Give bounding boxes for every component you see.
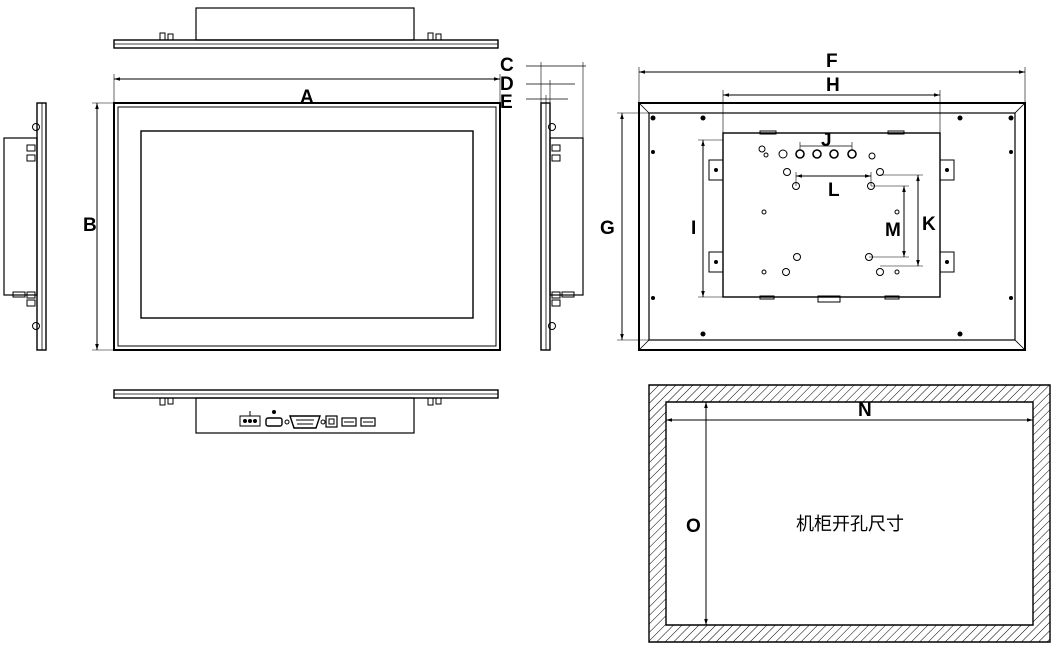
usb-b-port-icon (325, 415, 338, 428)
dimension-k (880, 174, 923, 267)
dimension-label-m: M (885, 220, 901, 241)
dimension-label-d: D (500, 74, 514, 95)
hdmi-port-icon (265, 410, 283, 427)
dimension-label-i: I (691, 218, 696, 239)
dimension-label-f: F (826, 51, 838, 72)
dimension-label-a: A (300, 87, 314, 108)
dimension-label-n: N (858, 400, 872, 421)
dimension-label-b: B (83, 215, 97, 236)
dimension-a (113, 74, 501, 103)
power-connector-icon (239, 411, 261, 427)
left-side-view (3, 102, 47, 351)
usb-port-icon-1 (341, 417, 357, 427)
right-side-view (540, 102, 584, 351)
usb-port-icon-2 (360, 417, 376, 427)
dimension-b (92, 102, 114, 351)
dimension-label-g: G (600, 218, 615, 239)
panel-cutout (648, 384, 1051, 643)
dimension-h (722, 90, 941, 133)
dimension-label-e: E (500, 92, 513, 113)
dimension-j (799, 142, 853, 150)
dimensions-cde (526, 62, 586, 138)
top-view (113, 7, 499, 49)
front-view (113, 102, 501, 351)
rear-view (638, 102, 1026, 351)
vga-port-icon (284, 415, 326, 429)
dimension-label-h: H (826, 75, 840, 96)
dimension-label-l: L (828, 180, 840, 201)
dimension-f (638, 67, 1026, 103)
cutout-caption: 机柜开孔尺寸 (796, 514, 904, 535)
dimension-label-k: K (922, 214, 936, 235)
dimension-l (795, 172, 872, 186)
dimension-g (617, 112, 649, 341)
dimension-i (698, 139, 723, 298)
bottom-view (113, 389, 499, 434)
dimension-label-o: O (686, 516, 701, 537)
dimension-label-c: C (500, 55, 514, 76)
dimension-m (869, 185, 909, 258)
dimension-label-j: J (821, 130, 832, 151)
